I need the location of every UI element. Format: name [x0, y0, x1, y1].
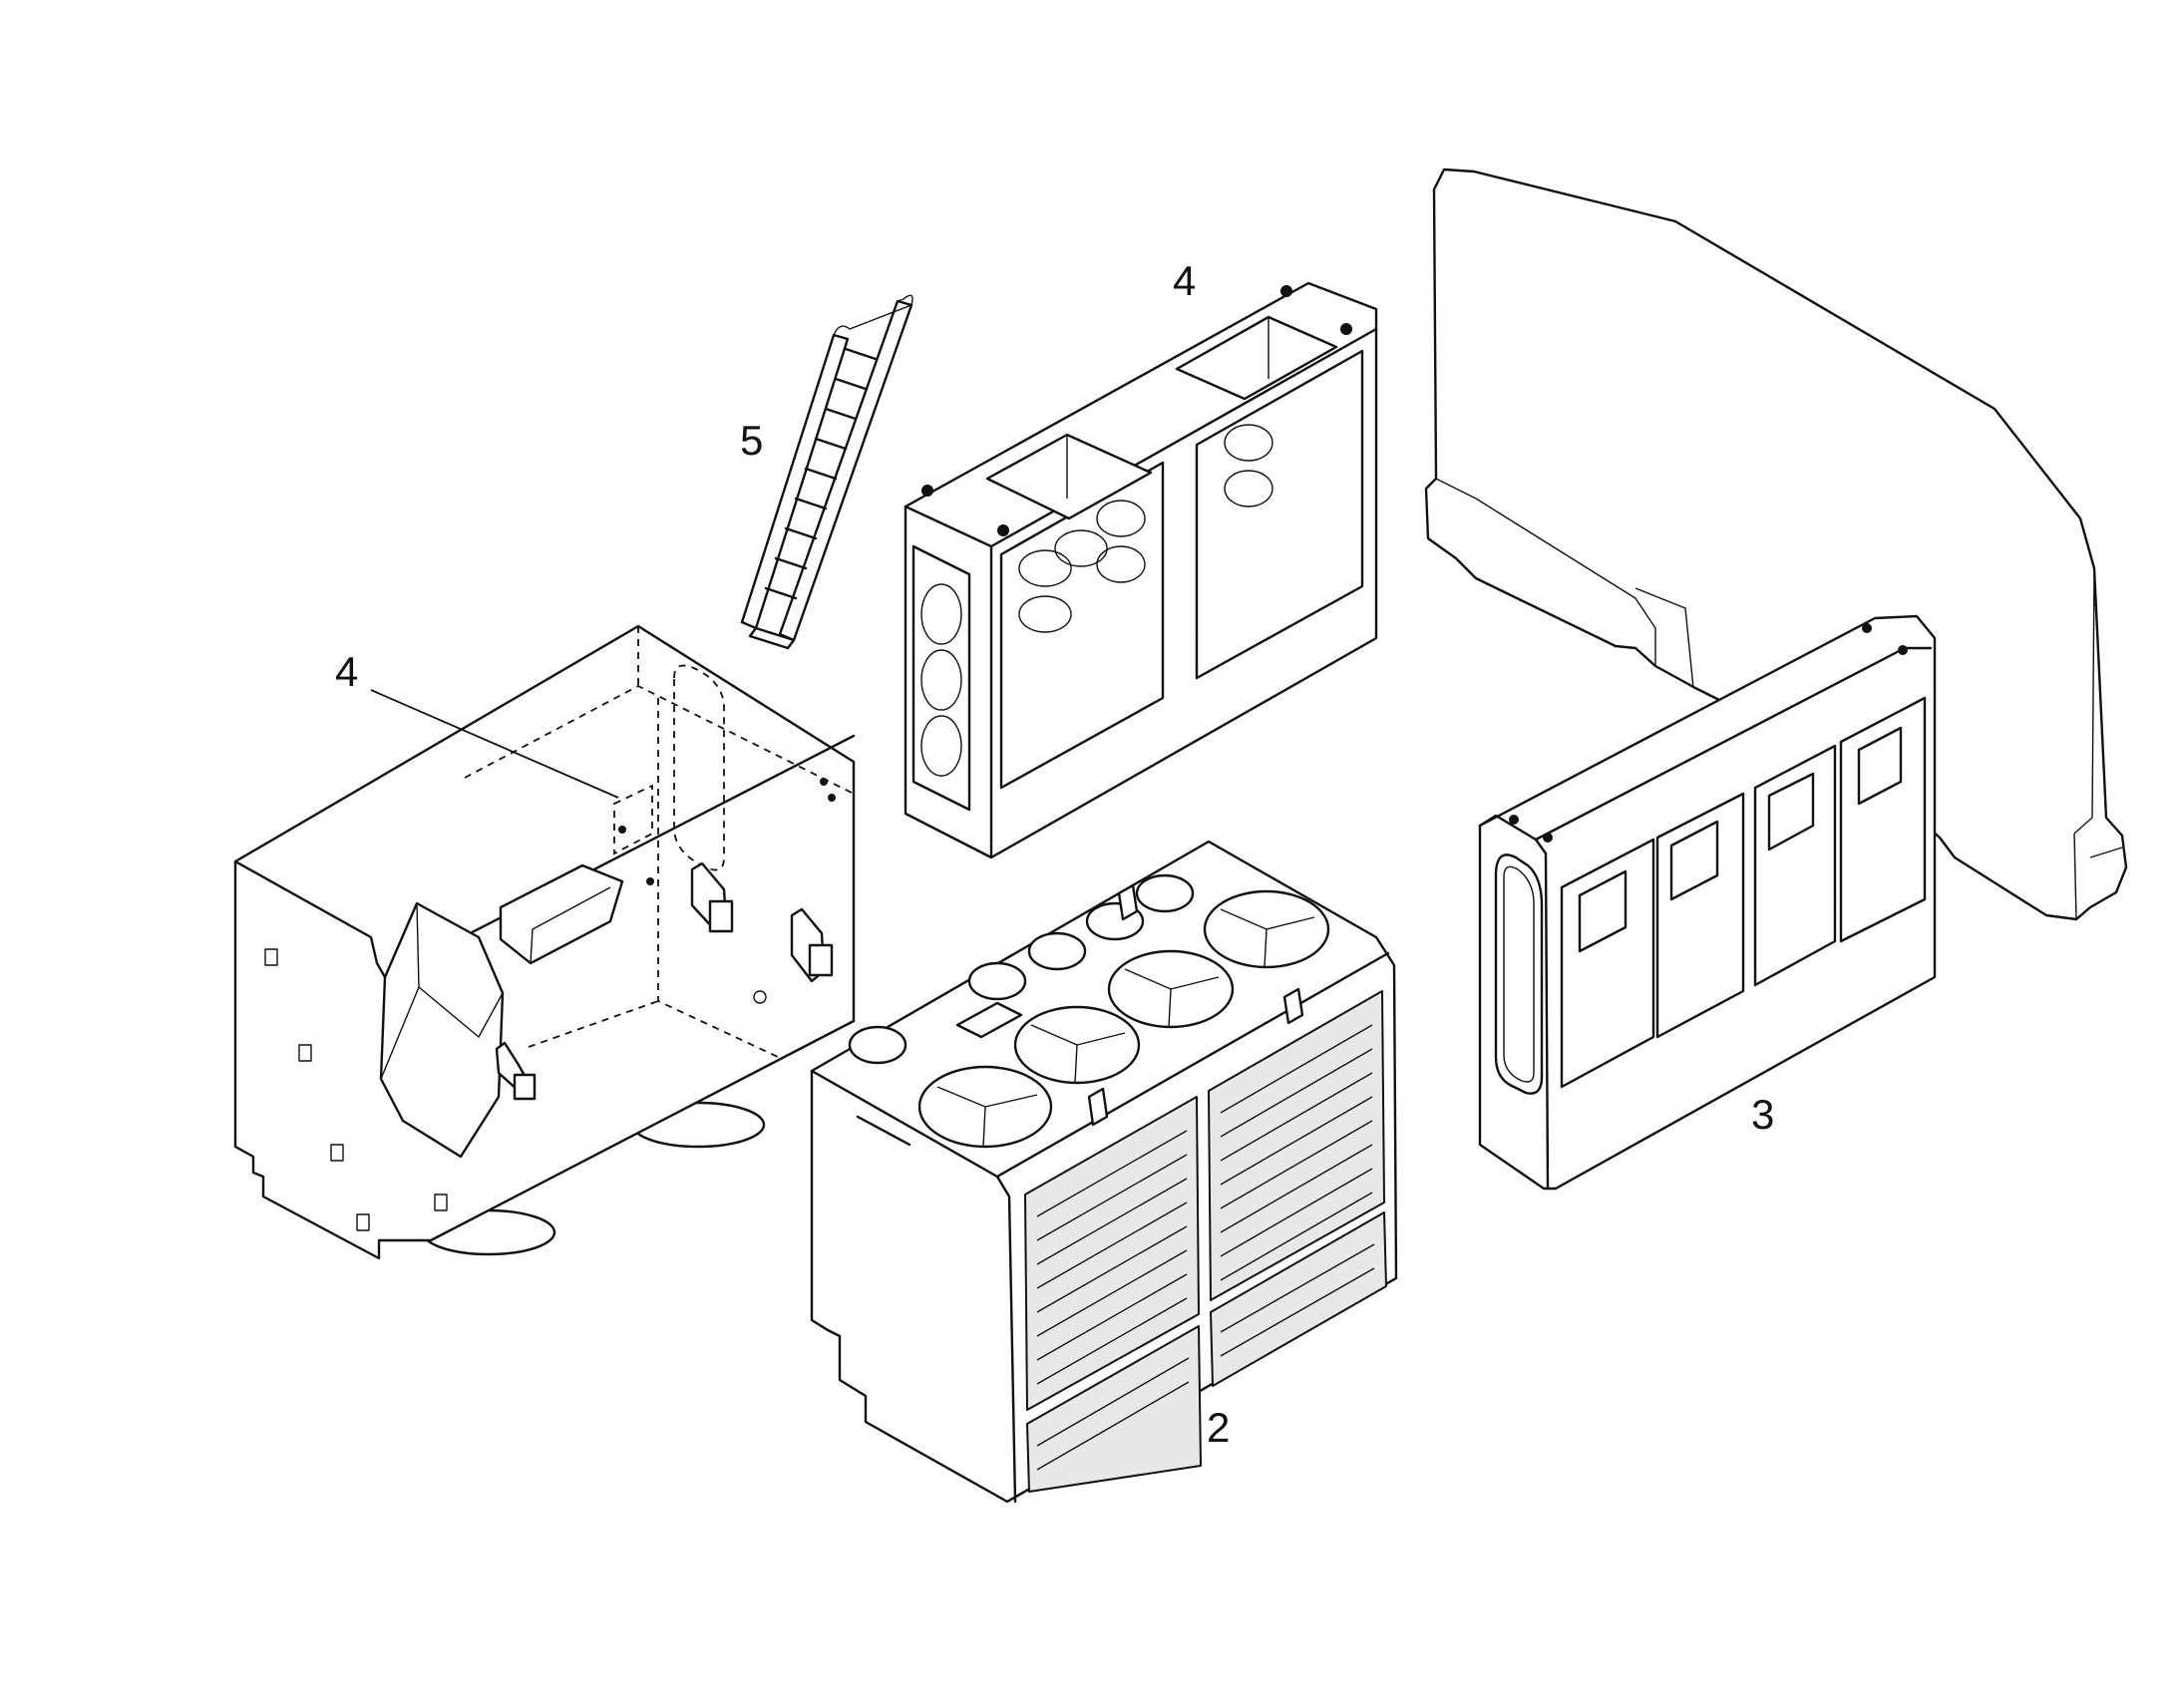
- callout-ladder: 5: [740, 417, 763, 464]
- leader-line-housing: [370, 689, 619, 799]
- callout-door-frame: 3: [1751, 1091, 1774, 1138]
- fan-openings: [848, 873, 1330, 1149]
- callout-housing: 4: [335, 648, 358, 695]
- fan-module: [810, 840, 1398, 1504]
- ladder: [740, 294, 913, 650]
- open-frame-assembly: [904, 281, 1378, 859]
- callout-open-frame: 4: [1173, 257, 1196, 304]
- housing-assembly: [233, 624, 856, 1260]
- callout-fan-module: 2: [1207, 1404, 1230, 1451]
- louvred-panels: [1024, 990, 1387, 1493]
- rear-cover-panel: [1424, 168, 2128, 921]
- door-panels: [1560, 696, 1927, 1089]
- door-frame-assembly: [1478, 614, 1937, 1191]
- ladder-rungs: [764, 347, 878, 600]
